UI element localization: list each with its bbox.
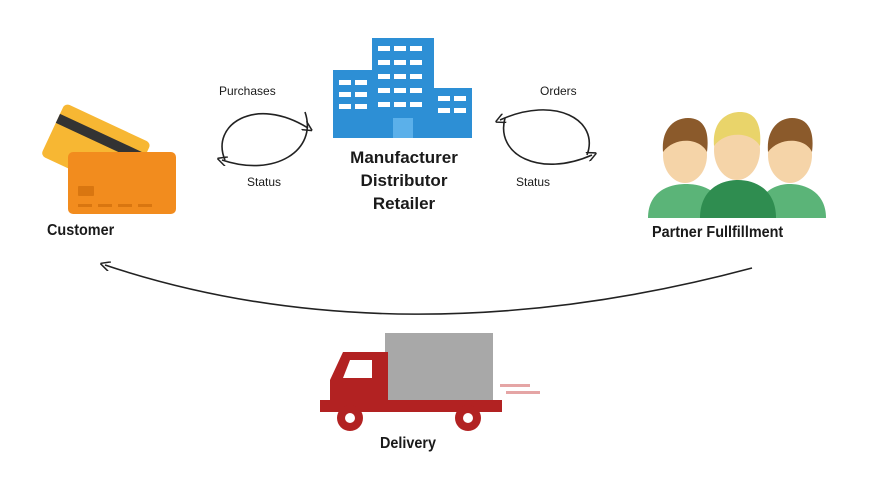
purchases-arrow <box>221 112 308 161</box>
status-arrow-right <box>502 117 592 165</box>
credit-card-icon <box>42 104 176 214</box>
partner-label: Partner Fullfillment <box>652 224 784 241</box>
truck-icon <box>320 333 540 431</box>
purchases-label: Purchases <box>219 84 276 98</box>
status-arrow-left <box>222 111 308 167</box>
hub-line-retailer: Retailer <box>372 194 436 213</box>
people-icon <box>648 112 826 218</box>
fulfillment-arrow <box>105 265 753 315</box>
status-label-right: Status <box>516 175 551 189</box>
delivery-label: Delivery <box>380 435 437 452</box>
status-label-left: Status <box>247 175 282 189</box>
customer-label: Customer <box>47 222 115 239</box>
hub-label: Manufacturer Distributor Retailer <box>330 146 478 215</box>
orders-label: Orders <box>540 84 577 98</box>
orders-arrow <box>500 109 590 156</box>
building-icon <box>333 38 472 138</box>
left-cycle-arrows <box>221 111 308 167</box>
hub-line-distributor: Distributor <box>360 171 448 190</box>
hub-line-manufacturer: Manufacturer <box>350 148 458 167</box>
right-cycle-arrows <box>500 109 592 165</box>
